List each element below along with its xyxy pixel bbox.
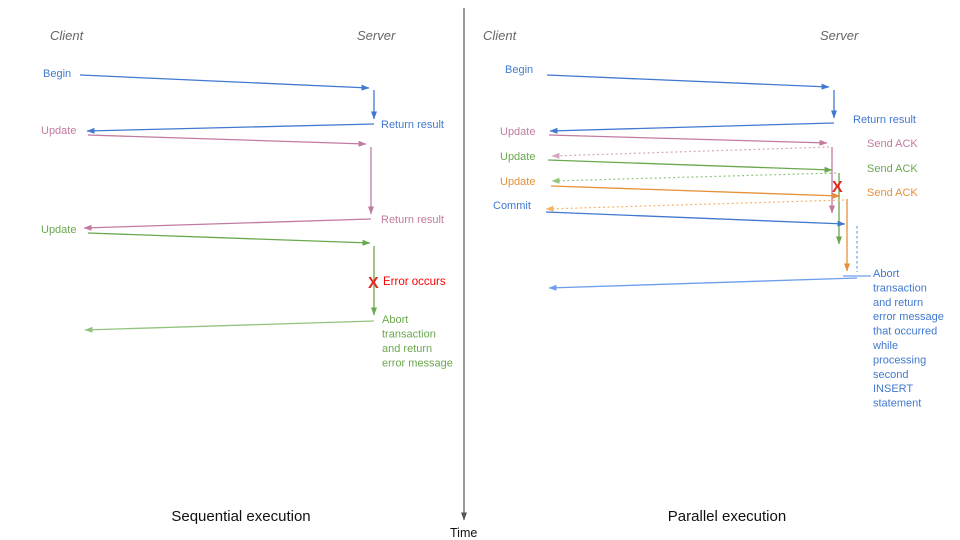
right-caption: Parallel execution (668, 508, 786, 525)
right-update1-request-arrow (548, 134, 828, 146)
left-return-result1-label: Return result (381, 119, 444, 131)
left-abort-note-line2: transaction (382, 329, 436, 341)
right-abort-note-line1: Abort (873, 268, 899, 280)
right-ack1-label: Send ACK (867, 138, 918, 150)
left-update1-request-arrow (87, 134, 367, 147)
time-axis: Time (450, 8, 477, 540)
right-abort-note-line6: while (872, 340, 898, 352)
parallel-diagram: Client Server Begin Return result Update… (483, 28, 947, 525)
left-begin-label: Begin (43, 68, 71, 80)
right-abort-note-line2: transaction (873, 282, 927, 294)
left-return-result2-arrow (83, 218, 372, 231)
time-axis-label: Time (450, 526, 477, 540)
right-commit-request-arrow (545, 211, 846, 227)
left-return-result2-label: Return result (381, 214, 444, 226)
right-abort-note-line4: error message (873, 311, 944, 323)
right-abort-note-line5: that occurred (873, 326, 937, 338)
right-ack1-arrow (551, 146, 830, 159)
right-abort-note-line9: INSERT (873, 383, 913, 395)
left-abort-return-arrow (84, 320, 375, 333)
left-client-header: Client (50, 28, 85, 43)
right-return-result-arrow (549, 122, 835, 134)
left-update1-label: Update (41, 125, 76, 137)
right-server-header: Server (820, 28, 859, 43)
sequential-diagram: Client Server Begin Return result Update… (41, 28, 453, 525)
left-error-label: Error occurs (383, 276, 446, 288)
right-error-x-icon: X (832, 179, 843, 196)
right-abort-note-line7: processing (873, 354, 926, 366)
left-abort-note-line3: and return (382, 343, 432, 355)
left-return-result1-arrow (86, 123, 375, 134)
right-return-result-label: Return result (853, 114, 916, 126)
right-abort-note: Abort transaction and return error messa… (872, 268, 947, 410)
right-update3-label: Update (500, 176, 535, 188)
left-server-header: Server (357, 28, 396, 43)
right-begin-request-arrow (546, 74, 830, 90)
right-update2-label: Update (500, 151, 535, 163)
right-ack3-arrow (545, 199, 845, 212)
right-abort-note-line3: and return (873, 297, 923, 309)
right-abort-note-line10: statement (873, 398, 921, 410)
left-update2-label: Update (41, 224, 76, 236)
right-ack2-arrow (551, 172, 837, 184)
right-begin-label: Begin (505, 64, 533, 76)
left-abort-note: Abort transaction and return error messa… (382, 314, 453, 370)
right-client-header: Client (483, 28, 518, 43)
left-abort-note-line4: error message (382, 358, 453, 370)
right-abort-note-line8: second (873, 369, 908, 381)
right-abort-return-arrow (548, 277, 858, 291)
right-update2-request-arrow (547, 159, 833, 173)
right-update3-request-arrow (550, 185, 841, 199)
left-error-x-icon: X (368, 275, 379, 292)
right-update1-label: Update (500, 126, 535, 138)
right-commit-label: Commit (493, 200, 531, 212)
right-ack3-label: Send ACK (867, 187, 918, 199)
left-caption: Sequential execution (171, 508, 310, 525)
left-begin-request-arrow (79, 74, 370, 91)
left-abort-note-line1: Abort (382, 314, 408, 326)
left-update2-request-arrow (87, 232, 371, 246)
right-ack2-label: Send ACK (867, 163, 918, 175)
